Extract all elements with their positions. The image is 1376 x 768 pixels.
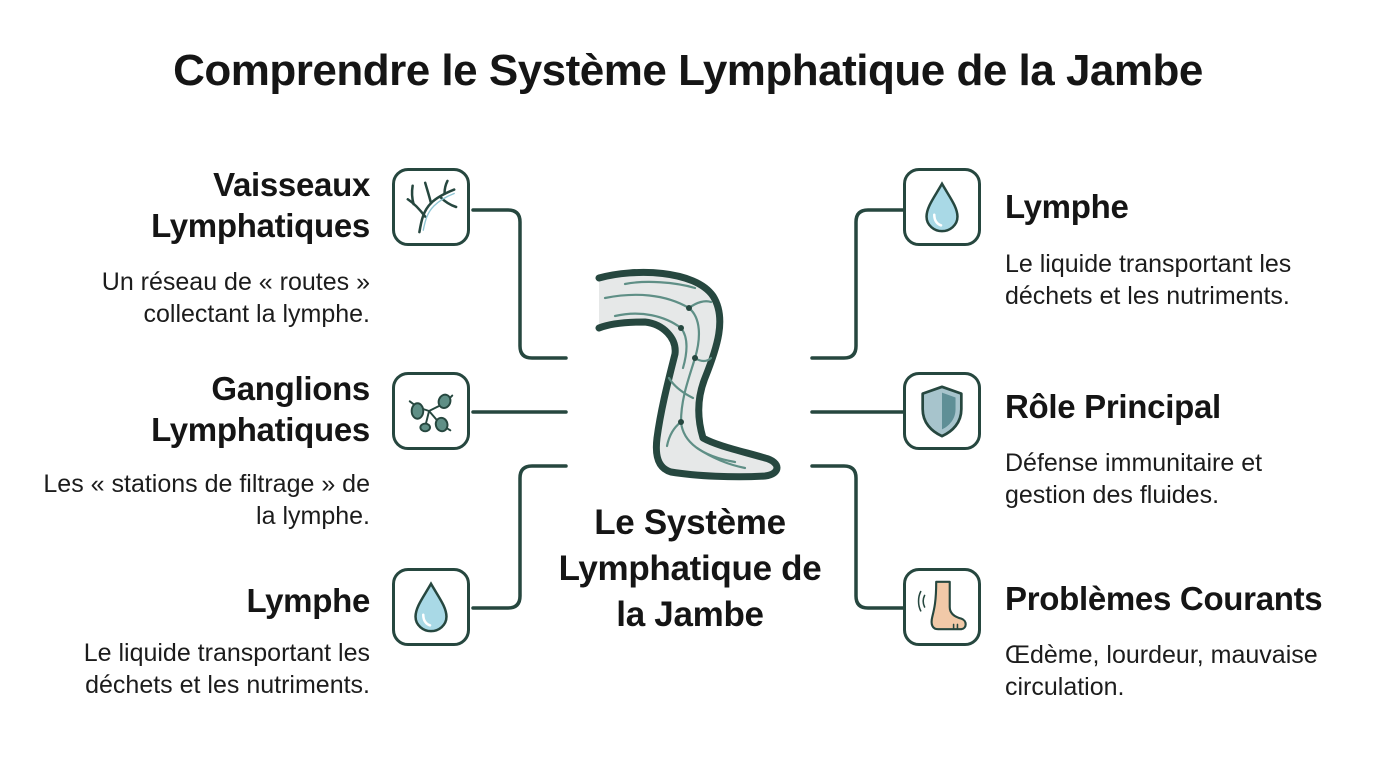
leg-illustration (595, 268, 781, 481)
desc-vessels: Un réseau de « routes » collectant la ly… (101, 268, 370, 328)
heading-nodes: Ganglions Lymphatiques (151, 370, 370, 448)
heading-role: Rôle Principal (1005, 388, 1221, 425)
swollen-foot-icon-box (903, 568, 981, 646)
connector-right-1 (810, 208, 905, 360)
droplet-icon (414, 581, 448, 633)
connector-right-3 (810, 464, 905, 610)
desc-lymph-left: Le liquide transportant les déchets et l… (83, 639, 370, 699)
vessels-icon-box (392, 168, 470, 246)
vessels-icon (406, 179, 458, 234)
lymph-nodes-icon (408, 393, 454, 433)
connector-left-3 (471, 464, 568, 610)
heading-lymph-right: Lymphe (1005, 188, 1129, 225)
page-title: Comprendre le Système Lymphatique de la … (173, 46, 1203, 95)
shield-icon-box (903, 372, 981, 450)
swollen-foot-icon (917, 580, 967, 631)
heading-problems: Problèmes Courants (1005, 580, 1323, 617)
desc-role: Défense immunitaire et gestion des fluid… (1005, 449, 1263, 509)
desc-nodes: Les « stations de filtrage » de la lymph… (43, 470, 370, 530)
heading-vessels: Vaisseaux Lymphatiques (151, 166, 370, 244)
lymph-nodes-icon-box (392, 372, 470, 450)
droplet-icon-box-left (392, 568, 470, 646)
connector-left-1 (471, 208, 568, 360)
shield-icon (921, 385, 963, 438)
desc-problems: Œdème, lourdeur, mauvaise circulation. (1005, 641, 1318, 701)
desc-lymph-right: Le liquide transportant les déchets et l… (1005, 250, 1292, 310)
center-label: Le Système Lymphatique de la Jambe (558, 503, 822, 634)
droplet-icon (925, 181, 959, 233)
heading-lymph-left: Lymphe (246, 582, 371, 619)
droplet-icon-box-right (903, 168, 981, 246)
